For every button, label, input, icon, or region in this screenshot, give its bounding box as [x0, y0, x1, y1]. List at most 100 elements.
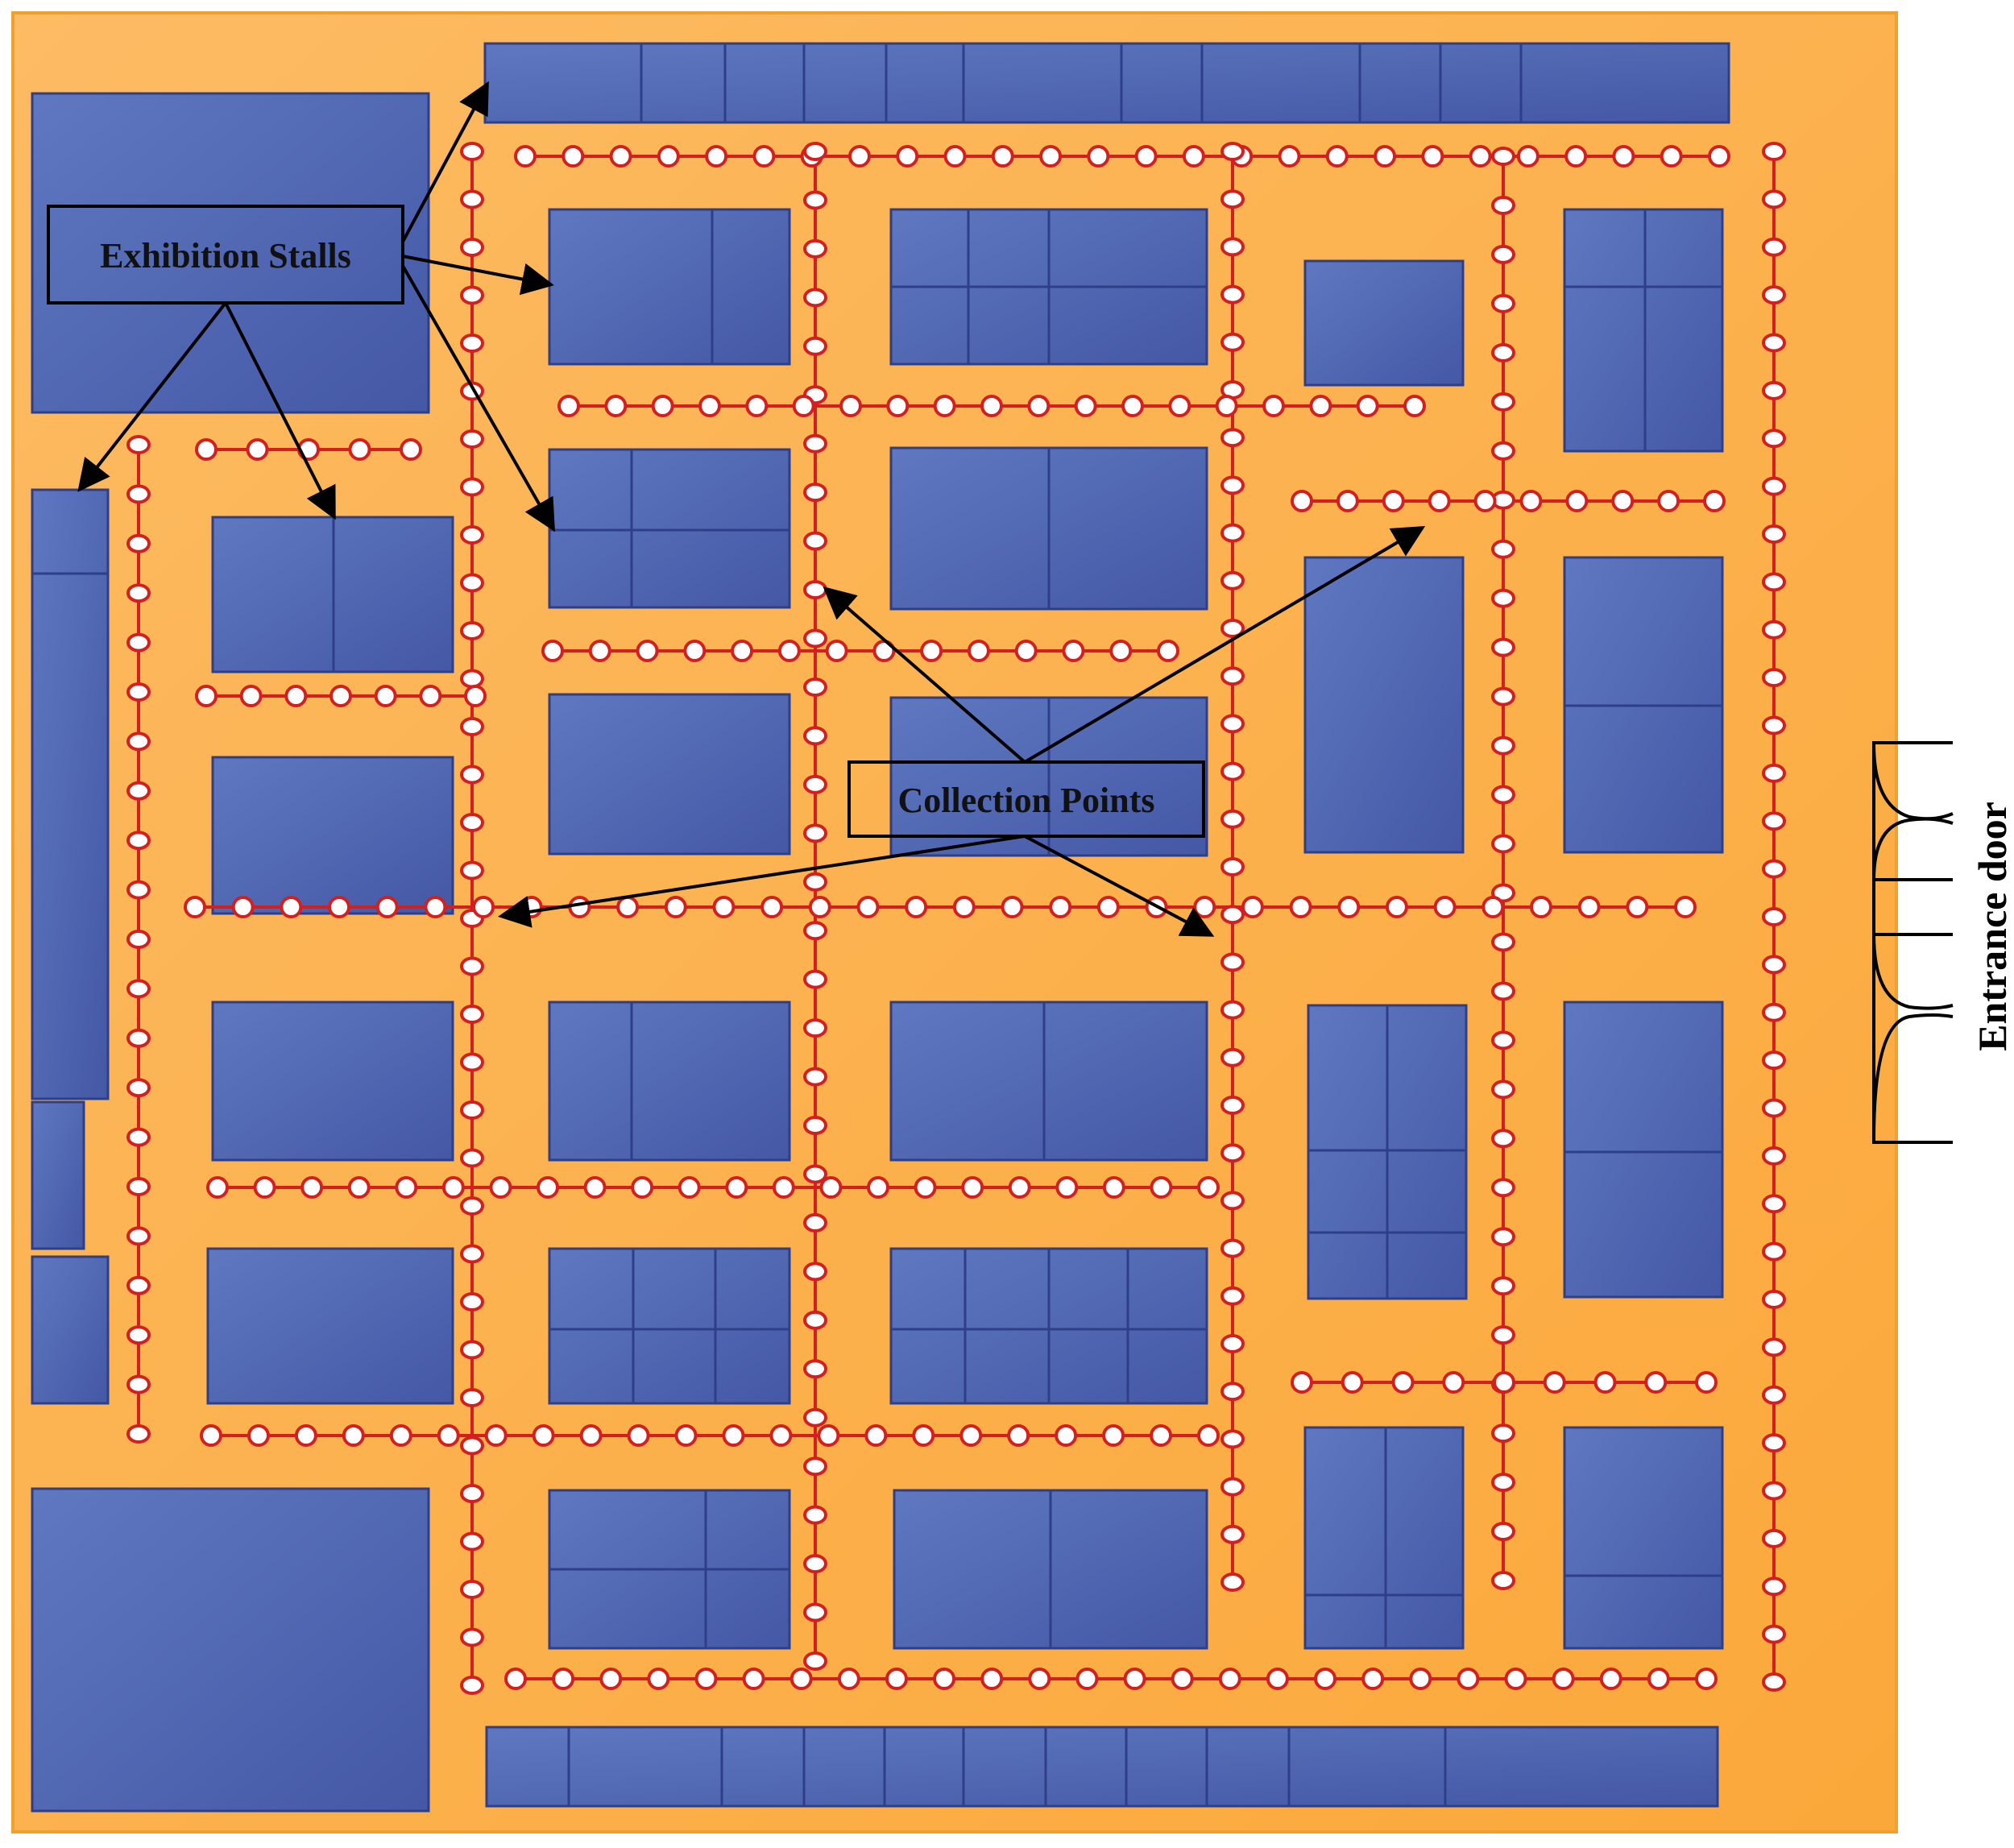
- stall: [485, 1726, 1719, 1808]
- door-leaf-bottom-icon: [1872, 1013, 1954, 1140]
- collection-point: [1123, 1668, 1146, 1690]
- collection-point: [1309, 395, 1332, 417]
- collection-point: [460, 573, 484, 593]
- collection-point: [126, 484, 151, 504]
- collection-point: [1469, 145, 1492, 168]
- collection-point: [678, 1176, 701, 1199]
- collection-point: [246, 438, 269, 461]
- collection-point: [460, 1196, 484, 1216]
- collection-point: [1657, 490, 1680, 512]
- stall-block: [548, 1247, 791, 1405]
- collection-point: [460, 1436, 484, 1456]
- stall-block: [485, 1726, 1719, 1808]
- collection-point: [1325, 145, 1349, 168]
- collection-point: [1695, 1371, 1718, 1394]
- stall-block: [211, 756, 454, 915]
- collection-point: [1491, 637, 1515, 657]
- stall-block: [483, 42, 1730, 124]
- collection-point: [195, 438, 218, 461]
- collection-point: [803, 1164, 827, 1184]
- collection-point: [616, 896, 640, 918]
- collection-point: [1762, 476, 1786, 496]
- collection-point: [460, 1388, 484, 1407]
- collection-point: [1314, 1668, 1337, 1690]
- collection-point: [1220, 1047, 1245, 1067]
- collection-point: [1519, 490, 1543, 512]
- collection-point: [803, 872, 827, 892]
- collection-point: [460, 621, 484, 640]
- collection-point: [437, 1424, 460, 1447]
- collection-point: [803, 726, 827, 746]
- stall: [1303, 556, 1465, 854]
- collection-point: [1220, 714, 1245, 734]
- stall: [211, 756, 454, 915]
- collection-point: [419, 685, 442, 707]
- collection-point: [1762, 285, 1786, 305]
- collection-point: [1171, 1668, 1194, 1690]
- entrance-door: Entrance door: [1872, 741, 2014, 1144]
- collection-point: [374, 685, 397, 707]
- collection-point: [126, 583, 151, 603]
- collection-point: [722, 1424, 745, 1447]
- collection-point: [1197, 1176, 1220, 1199]
- collection-point: [1215, 395, 1238, 417]
- collection-point: [803, 531, 827, 551]
- stall-block: [548, 448, 791, 609]
- collection-point: [1168, 395, 1191, 417]
- collection-point: [460, 1292, 484, 1311]
- collection-point: [1491, 1178, 1515, 1198]
- collection-point: [460, 1676, 484, 1695]
- collection-point: [731, 640, 754, 662]
- stall: [211, 1001, 454, 1162]
- collection-point: [1762, 955, 1786, 975]
- collection-point: [472, 896, 495, 918]
- collection-point: [1762, 859, 1786, 879]
- collection-point: [1762, 1624, 1786, 1644]
- collection-point: [1577, 896, 1601, 918]
- collection-point: [1391, 1371, 1415, 1394]
- collection-point: [772, 1176, 795, 1199]
- collection-point: [126, 1275, 151, 1295]
- arrow-to-point-b: [1023, 525, 1426, 764]
- collection-point: [1001, 896, 1024, 918]
- collection-point: [342, 1424, 365, 1447]
- collection-point: [803, 1310, 827, 1330]
- collection-point: [803, 628, 827, 648]
- collection-point: [126, 1226, 151, 1246]
- arrow-to-point-a: [823, 586, 1026, 764]
- stall-block: [889, 208, 1208, 366]
- collection-point: [1762, 668, 1786, 688]
- collection-point: [1491, 1227, 1515, 1247]
- collection-point: [1491, 244, 1515, 264]
- collection-point: [1674, 896, 1697, 918]
- collection-point: [991, 145, 1014, 168]
- collection-point: [126, 1078, 151, 1098]
- collection-point: [803, 1456, 827, 1477]
- collection-point: [837, 1668, 860, 1690]
- stall: [548, 448, 791, 609]
- collection-point: [1762, 142, 1786, 161]
- collection-point: [1220, 1382, 1245, 1402]
- stall-block: [1303, 556, 1465, 854]
- collection-point: [1762, 1385, 1786, 1405]
- collection-point: [1491, 1473, 1515, 1493]
- collection-point: [1028, 1668, 1051, 1690]
- stall-block: [893, 1489, 1208, 1650]
- collection-point: [1220, 952, 1245, 972]
- collection-point: [803, 238, 827, 259]
- collection-point: [725, 1176, 748, 1199]
- collection-point: [1529, 896, 1552, 918]
- exhibition-stalls-label: Exhibition Stalls: [100, 236, 351, 276]
- collection-point: [1762, 907, 1786, 926]
- stall-block: [889, 446, 1208, 611]
- door-leaf-lower-icon: [1872, 934, 1954, 1010]
- collection-point: [541, 640, 564, 662]
- collection-point: [347, 1176, 371, 1199]
- collection-point: [803, 1602, 827, 1622]
- collection-point: [952, 896, 976, 918]
- collection-point: [200, 1424, 222, 1447]
- stall-block: [206, 1247, 454, 1405]
- collection-point: [1762, 763, 1786, 783]
- collection-point: [1626, 896, 1649, 918]
- collection-point: [803, 142, 827, 161]
